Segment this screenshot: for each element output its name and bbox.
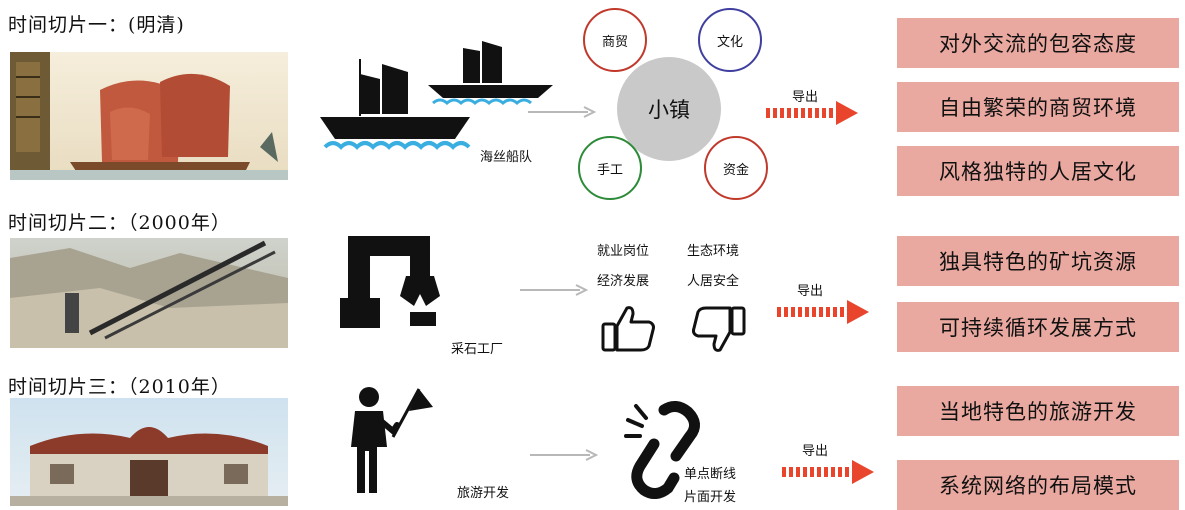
result-1: 对外交流的包容态度	[897, 18, 1179, 68]
slice-title-2010: 时间切片三：（2010年）	[8, 376, 231, 398]
result-5: 可持续循环发展方式	[897, 302, 1179, 352]
node-trade: 商贸	[583, 8, 647, 72]
node-handicraft: 手工	[578, 136, 642, 200]
sailing-ship-icon	[320, 59, 471, 150]
sailing-ship-small-icon	[428, 41, 553, 105]
export-label-2: 导出	[797, 284, 824, 299]
tourism-label: 旅游开发	[457, 486, 510, 501]
red-export-arrow-3	[782, 460, 874, 484]
slice-title-ming-qing: 时间切片一：(明清)	[8, 14, 185, 36]
gray-arrow-3	[530, 449, 599, 461]
broken-link-icon	[624, 401, 700, 499]
node-capital: 资金	[704, 136, 768, 200]
result-6: 当地特色的旅游开发	[897, 386, 1179, 436]
label-jobs: 就业岗位	[597, 244, 650, 259]
town-center-node: 小镇	[617, 57, 721, 161]
result-2: 自由繁荣的商贸环境	[897, 82, 1179, 132]
traditional-house-photo	[10, 398, 288, 506]
result-7: 系统网络的布局模式	[897, 460, 1179, 510]
label-ecology: 生态环境	[687, 244, 740, 259]
result-4: 独具特色的矿坑资源	[897, 236, 1179, 286]
gray-arrow-1	[528, 106, 597, 118]
robot-arm-icon	[340, 236, 440, 328]
red-export-arrow-1	[766, 101, 858, 125]
export-label-1: 导出	[792, 90, 819, 105]
label-one-sided: 片面开发	[684, 490, 737, 505]
slice-title-2000: 时间切片二：（2000年）	[8, 212, 231, 234]
label-safety: 人居安全	[687, 274, 740, 289]
fleet-label: 海丝船队	[480, 150, 533, 165]
thumbs-down-icon	[692, 306, 746, 352]
junk-ship-photo	[10, 52, 288, 180]
red-export-arrow-2	[777, 300, 869, 324]
export-label-3: 导出	[802, 444, 829, 459]
quarry-label: 采石工厂	[451, 342, 504, 357]
label-single-point: 单点断线	[684, 467, 737, 482]
result-3: 风格独特的人居文化	[897, 146, 1179, 196]
node-culture: 文化	[698, 8, 762, 72]
person-with-flag-icon	[351, 387, 433, 493]
thumbs-up-icon	[601, 306, 655, 352]
gray-arrow-2	[520, 284, 589, 296]
quarry-photo	[10, 238, 288, 348]
label-economy: 经济发展	[597, 274, 650, 289]
